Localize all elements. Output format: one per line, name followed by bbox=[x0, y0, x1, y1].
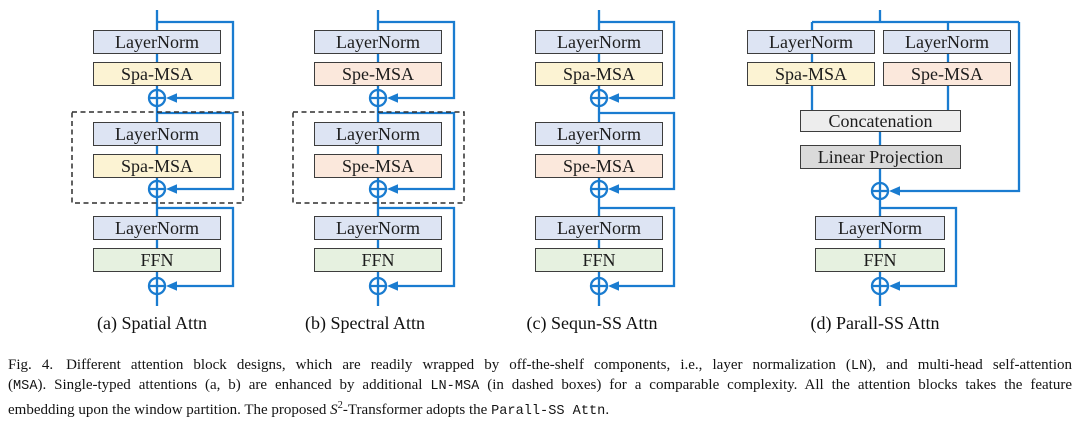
caption-math-exponent: 2 bbox=[337, 400, 343, 411]
d-ln-spe-block: LayerNorm bbox=[883, 30, 1011, 54]
caption-code-ln-msa: LN-MSA bbox=[430, 379, 480, 394]
b-ln2-block: LayerNorm bbox=[314, 122, 442, 146]
b-msa1-block: Spe-MSA bbox=[314, 62, 442, 86]
figure-canvas: LayerNorm Spa-MSA LayerNorm Spa-MSA Laye… bbox=[71, 10, 1021, 333]
d-ln-spa-block: LayerNorm bbox=[747, 30, 875, 54]
a-ln2-block: LayerNorm bbox=[93, 122, 221, 146]
diagram-label-c: (c) Sequn-SS Attn bbox=[526, 313, 658, 333]
d-spa-block: Spa-MSA bbox=[747, 62, 875, 86]
figure-number: Fig. 4. bbox=[8, 357, 54, 373]
add-circle-icon bbox=[147, 88, 890, 296]
a-msa1-block: Spa-MSA bbox=[93, 62, 221, 86]
a-ln1-block: LayerNorm bbox=[93, 30, 221, 54]
caption-text: (in dashed boxes) for a comparable compl… bbox=[479, 377, 1072, 393]
caption-text: ( bbox=[8, 377, 13, 393]
c-msa2-block: Spe-MSA bbox=[535, 154, 663, 178]
caption-line-3: embedding upon the window partition. The… bbox=[8, 396, 1072, 421]
caption-text: Different attention block designs, which… bbox=[66, 357, 851, 373]
b-ln1-block: LayerNorm bbox=[314, 30, 442, 54]
c-ln1-block: LayerNorm bbox=[535, 30, 663, 54]
diagram-label-b: (b) Spectral Attn bbox=[305, 313, 425, 333]
caption-text: ), and multi-head self-attention bbox=[867, 357, 1072, 373]
caption-text: embedding upon the window partition. The… bbox=[8, 402, 331, 418]
dashed-box-b bbox=[292, 111, 465, 204]
a-ffn-block: FFN bbox=[93, 248, 221, 272]
dashed-enhancement-boxes bbox=[71, 111, 465, 204]
caption-math-s: S bbox=[330, 402, 338, 418]
d-concatenation-block: Concatenation bbox=[800, 110, 961, 132]
d-spe-block: Spe-MSA bbox=[883, 62, 1011, 86]
caption-code-ln: LN bbox=[850, 359, 868, 374]
c-ln2-block: LayerNorm bbox=[535, 122, 663, 146]
diagram-label-a: (a) Spatial Attn bbox=[97, 313, 207, 333]
a-msa2-block: Spa-MSA bbox=[93, 154, 221, 178]
arrowhead-icons bbox=[166, 93, 900, 291]
caption-line-1: Fig. 4. Different attention block designs… bbox=[8, 356, 1072, 376]
caption-text: -Transformer adopts the bbox=[342, 402, 492, 418]
caption-code-msa: MSA bbox=[13, 379, 38, 394]
d-ffn-block: FFN bbox=[815, 248, 945, 272]
b-ln3-block: LayerNorm bbox=[314, 216, 442, 240]
caption-text: . bbox=[605, 402, 610, 418]
caption-text: ). Single-typed attentions (a, b) are en… bbox=[37, 377, 431, 393]
figure-caption: Fig. 4. Different attention block designs… bbox=[8, 356, 1072, 421]
b-ffn-block: FFN bbox=[314, 248, 442, 272]
c-ffn-block: FFN bbox=[535, 248, 663, 272]
d-linear-projection-block: Linear Projection bbox=[800, 145, 961, 169]
dashed-box-a bbox=[71, 111, 244, 204]
c-ln3-block: LayerNorm bbox=[535, 216, 663, 240]
c-msa1-block: Spa-MSA bbox=[535, 62, 663, 86]
b-msa2-block: Spe-MSA bbox=[314, 154, 442, 178]
residual-add-icons bbox=[147, 88, 890, 296]
connection-lines-svg bbox=[71, 10, 1021, 306]
diagram-label-d: (d) Parall-SS Attn bbox=[810, 313, 940, 333]
d-ln3-block: LayerNorm bbox=[815, 216, 945, 240]
caption-line-2: (MSA). Single-typed attentions (a, b) ar… bbox=[8, 376, 1072, 396]
caption-code-parall-ss: Parall-SS Attn bbox=[491, 404, 606, 419]
a-ln3-block: LayerNorm bbox=[93, 216, 221, 240]
